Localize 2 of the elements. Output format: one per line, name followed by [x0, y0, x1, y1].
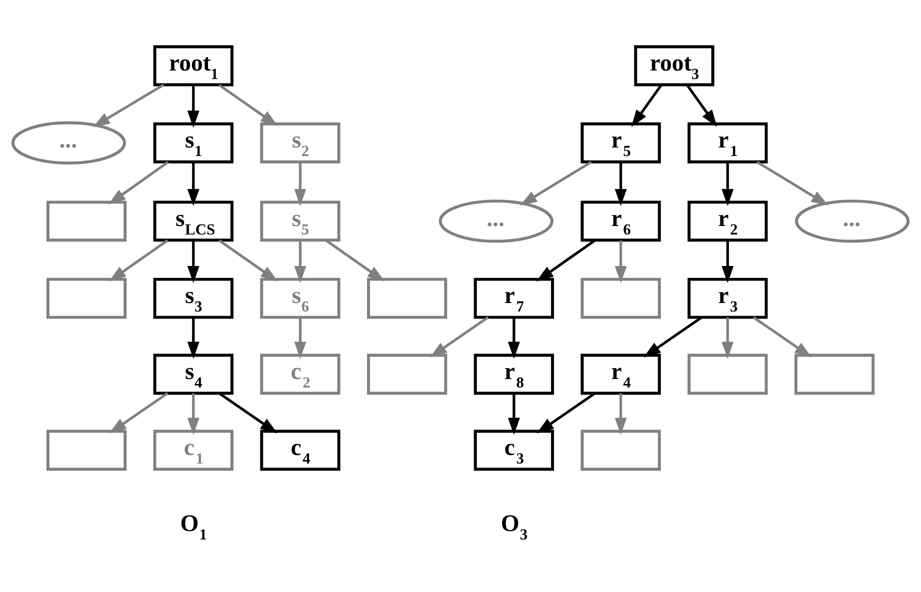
label: O$_{1}$ — [180, 511, 208, 544]
label: O$_{3}$ — [500, 511, 528, 544]
